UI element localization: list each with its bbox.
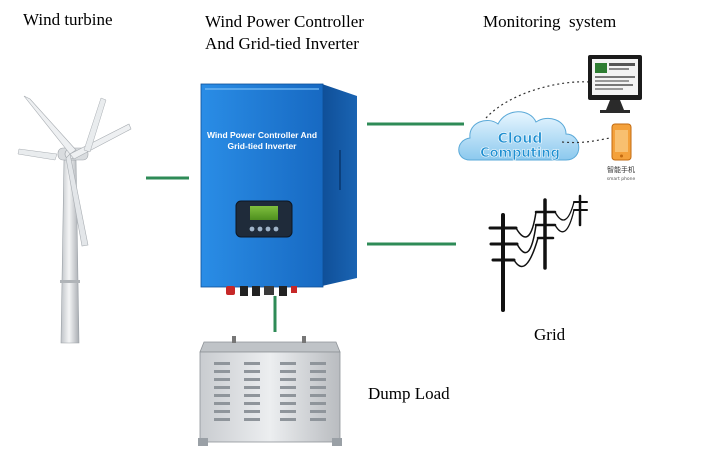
- device-panel-text-line1: Wind Power Controller And: [207, 130, 317, 140]
- wind-turbine-label: Wind turbine: [23, 10, 113, 29]
- controller-label-line1: Wind Power Controller: [205, 12, 364, 31]
- smartphone-caption-cn: 智能手机: [607, 165, 635, 174]
- dump-load-label: Dump Load: [368, 384, 450, 403]
- device-panel-text-line2: Grid-tied Inverter: [228, 141, 298, 151]
- cloud-icon: [458, 111, 580, 161]
- smartphone-caption-en: smart phone: [607, 176, 636, 182]
- monitor-icon: [588, 55, 642, 113]
- cloud-text-line1: Cloud: [498, 131, 543, 147]
- dump-load-icon: [198, 336, 342, 446]
- connector-lines: [146, 122, 464, 332]
- grid-utility-poles-icon: [488, 194, 588, 312]
- inverter-device: [200, 83, 357, 296]
- grid-label: Grid: [534, 325, 566, 344]
- smartphone-icon: [611, 123, 632, 161]
- controller-label-line2: And Grid-tied Inverter: [205, 34, 359, 53]
- wind-turbine-icon: [17, 95, 132, 344]
- dotted-link-lines: [485, 81, 611, 144]
- cloud-text-line2: Computing: [480, 146, 560, 161]
- monitoring-system-label: Monitoring system: [483, 12, 617, 31]
